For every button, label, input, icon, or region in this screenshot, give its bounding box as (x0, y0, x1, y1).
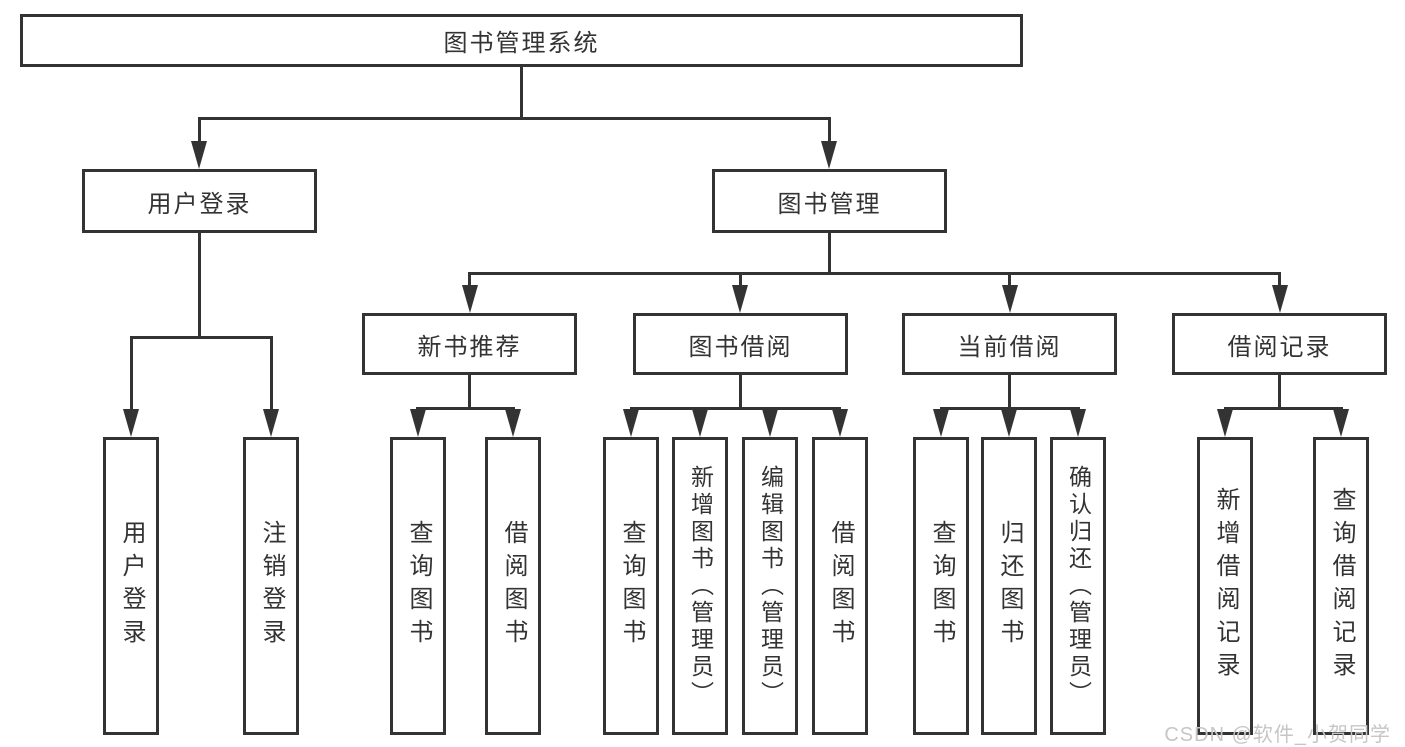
connector-line (630, 407, 841, 410)
arrow-down-icon (623, 409, 639, 437)
arrow-down-icon (1333, 409, 1349, 437)
arrow-down-icon (263, 409, 279, 437)
arrow-down-icon (1272, 285, 1288, 313)
arrow-down-icon (462, 285, 478, 313)
leaf-query-books-recommend: 查询图书 (390, 437, 446, 735)
node-user-login: 用户登录 (82, 169, 317, 233)
connector-line (198, 117, 831, 120)
arrow-down-icon (732, 285, 748, 313)
connector-line (198, 117, 201, 147)
node-label: 借阅记录 (1227, 333, 1332, 361)
arrow-down-icon (505, 409, 521, 437)
arrow-down-icon (1217, 409, 1233, 437)
arrow-down-icon (821, 141, 837, 169)
leaf-label: 查询图书 (928, 520, 955, 652)
connector-line (468, 272, 1281, 275)
leaf-query-books-current: 查询图书 (913, 437, 969, 735)
node-label: 图书管理系统 (443, 30, 600, 57)
connector-line (1008, 272, 1011, 290)
connector-line (1008, 373, 1011, 409)
leaf-logout: 注销登录 (243, 437, 299, 735)
leaf-add-borrow-record: 新增借阅记录 (1197, 437, 1253, 735)
node-label: 当前借阅 (957, 333, 1062, 361)
node-label: 新书推荐 (417, 333, 522, 361)
leaf-label: 借阅图书 (827, 520, 854, 652)
leaf-label: 归还图书 (996, 520, 1023, 652)
leaf-label: 确认归还（管理员） (1065, 464, 1092, 708)
leaf-user-login: 用户登录 (103, 437, 159, 735)
connector-line (130, 336, 273, 339)
connector-line (828, 117, 831, 147)
leaf-add-books-admin: 新增图书（管理员） (672, 437, 728, 735)
node-book-borrow: 图书借阅 (633, 313, 848, 375)
arrow-down-icon (1002, 285, 1018, 313)
node-borrow-records: 借阅记录 (1172, 313, 1387, 375)
connector-line (1224, 407, 1343, 410)
node-label: 图书管理 (777, 190, 882, 218)
connector-line (468, 272, 471, 290)
leaf-query-books-borrow: 查询图书 (603, 437, 659, 735)
leaf-return-books: 归还图书 (981, 437, 1037, 735)
leaf-borrow-books: 借阅图书 (812, 437, 868, 735)
leaf-label: 借阅图书 (500, 520, 527, 652)
arrow-down-icon (191, 141, 207, 169)
connector-line (739, 373, 742, 409)
node-new-book-recommend: 新书推荐 (362, 313, 577, 375)
leaf-label: 查询图书 (618, 520, 645, 652)
arrow-down-icon (410, 409, 426, 437)
leaf-borrow-books-recommend: 借阅图书 (485, 437, 541, 735)
leaf-label: 查询图书 (405, 520, 432, 652)
leaf-query-borrow-record: 查询借阅记录 (1313, 437, 1369, 735)
arrow-down-icon (1001, 409, 1017, 437)
connector-line (468, 373, 471, 409)
leaf-label: 查询借阅记录 (1328, 487, 1355, 685)
leaf-confirm-return-admin: 确认归还（管理员） (1050, 437, 1106, 735)
arrow-down-icon (692, 409, 708, 437)
arrow-down-icon (933, 409, 949, 437)
leaf-label: 注销登录 (258, 520, 285, 652)
node-label: 图书借阅 (688, 333, 793, 361)
connector-line (416, 407, 515, 410)
arrow-down-icon (123, 409, 139, 437)
node-book-management: 图书管理 (712, 169, 947, 233)
connector-line (1278, 272, 1281, 290)
node-library-system: 图书管理系统 (20, 14, 1023, 67)
arrow-down-icon (1070, 409, 1086, 437)
leaf-label: 新增借阅记录 (1212, 487, 1239, 685)
connector-line (270, 336, 273, 414)
connector-line (828, 231, 831, 275)
arrow-down-icon (832, 409, 848, 437)
arrow-down-icon (762, 409, 778, 437)
leaf-edit-books-admin: 编辑图书（管理员） (742, 437, 798, 735)
connector-line (520, 65, 523, 119)
watermark-text: CSDN @软件_小贺同学 (1164, 724, 1391, 746)
connector-line (739, 272, 742, 290)
leaf-label: 用户登录 (118, 520, 145, 652)
connector-line (198, 231, 201, 338)
leaf-label: 新增图书（管理员） (687, 464, 714, 708)
node-label: 用户登录 (147, 190, 252, 218)
leaf-label: 编辑图书（管理员） (757, 464, 784, 708)
connector-line (940, 407, 1080, 410)
connector-line (130, 336, 133, 414)
connector-line (1278, 373, 1281, 409)
node-current-borrow: 当前借阅 (902, 313, 1117, 375)
